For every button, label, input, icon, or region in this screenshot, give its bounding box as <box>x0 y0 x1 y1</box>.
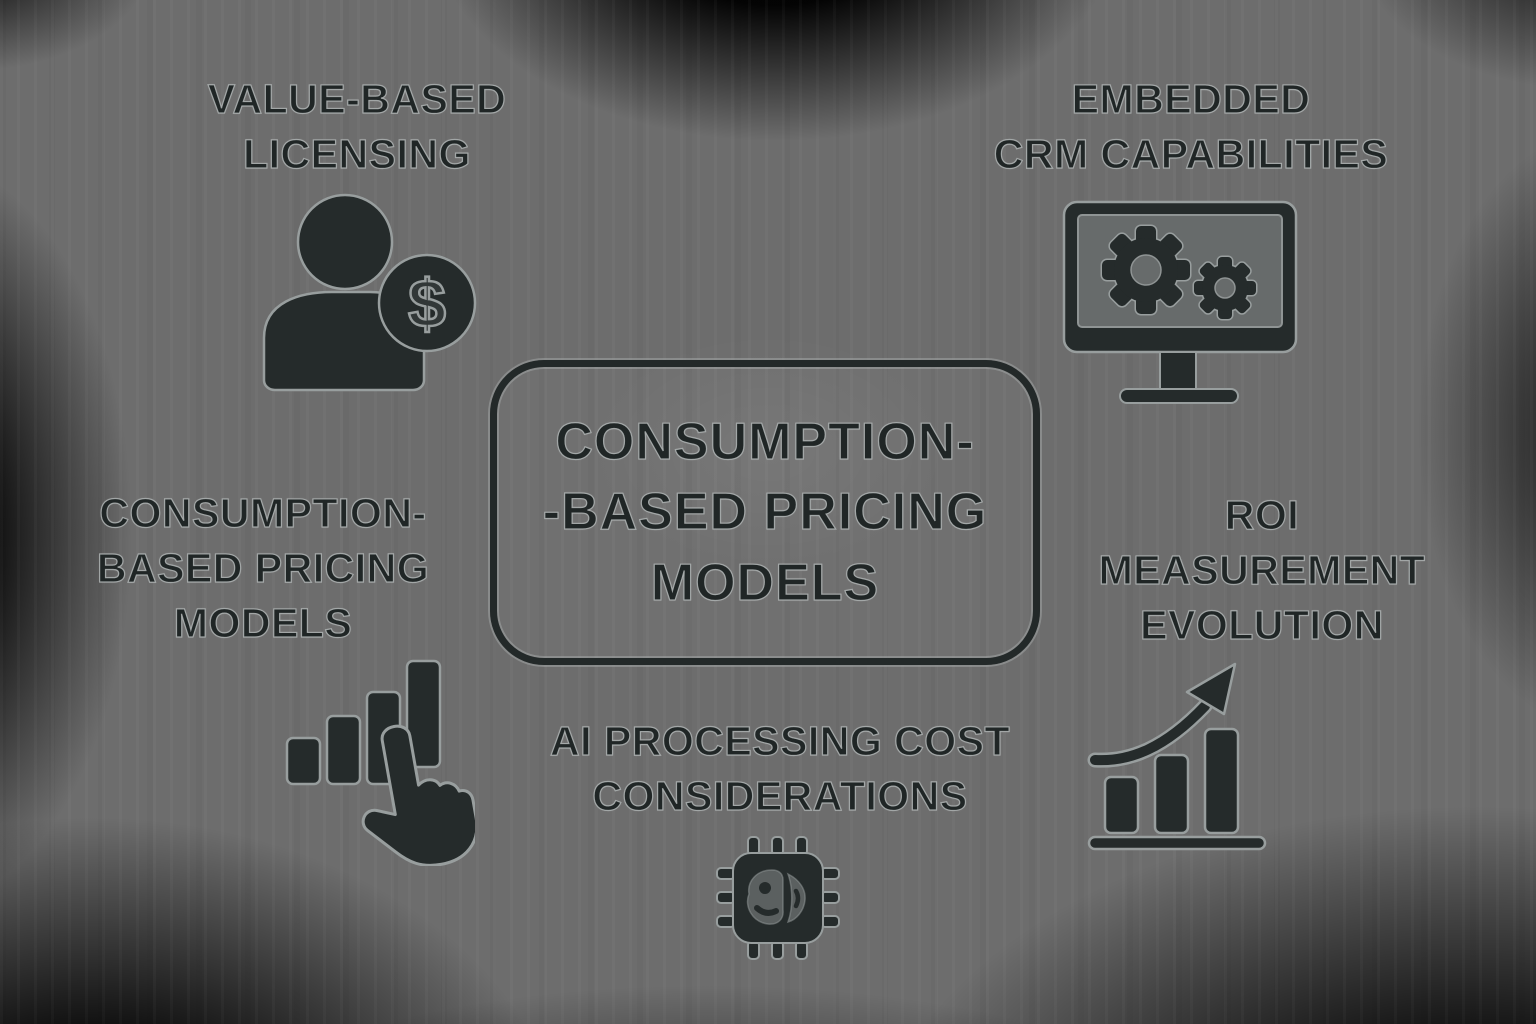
label-line: EVOLUTION <box>1140 601 1384 648</box>
label-consumption-based-pricing: CONSUMPTION- BASED PRICING MODELS <box>58 486 468 651</box>
monitor-base <box>1119 388 1239 404</box>
label-line: MEASUREMENT <box>1098 546 1426 593</box>
label-line: CRM CAPABILITIES <box>993 130 1389 177</box>
brain-shape <box>746 869 806 925</box>
label-line: MODELS <box>650 553 880 612</box>
label-value-based-licensing: VALUE-BASED LICENSING <box>137 72 577 182</box>
bar-chart-click-icon <box>285 659 475 866</box>
bar <box>1203 727 1240 835</box>
gear-icon <box>1192 255 1258 321</box>
label-line: EMBEDDED <box>1071 75 1311 122</box>
label-line: CONSUMPTION- <box>99 489 427 536</box>
label-line: AI PROCESSING COST <box>549 717 1011 764</box>
dollar-badge <box>377 253 477 353</box>
bar <box>1103 775 1140 835</box>
growth-chart-icon <box>1087 662 1267 851</box>
bar <box>285 736 322 786</box>
dollar-symbol: $ <box>408 266 446 342</box>
gear-icon <box>1100 224 1192 316</box>
arrow-head <box>1185 662 1237 716</box>
center-topic-label: CONSUMPTION- -BASED PRICING MODELS <box>542 407 988 618</box>
label-line: LICENSING <box>243 130 471 177</box>
label-line: VALUE-BASED <box>207 75 507 122</box>
pointer-hand <box>361 724 475 866</box>
user-head <box>296 193 394 291</box>
label-line: BASED PRICING <box>96 544 430 591</box>
user-dollar-icon: $ <box>262 193 477 392</box>
label-line: ROI <box>1224 491 1300 538</box>
monitor-gears-icon <box>1062 200 1298 404</box>
label-ai-processing-cost: AI PROCESSING COST CONSIDERATIONS <box>510 714 1050 824</box>
bar <box>405 659 442 769</box>
label-line: MODELS <box>173 599 353 646</box>
bar <box>1153 753 1190 835</box>
axis-baseline <box>1087 835 1267 851</box>
label-line: CONSIDERATIONS <box>592 772 968 819</box>
label-line: -BASED PRICING <box>542 483 988 542</box>
center-topic-box: CONSUMPTION- -BASED PRICING MODELS <box>490 360 1040 665</box>
monitor-stand <box>1159 351 1197 393</box>
bar <box>325 714 362 786</box>
growth-curve <box>1090 701 1210 766</box>
ai-chip-brain-icon <box>716 836 840 960</box>
label-roi-measurement-evolution: ROI MEASUREMENT EVOLUTION <box>1067 488 1457 653</box>
label-embedded-crm-capabilities: EMBEDDED CRM CAPABILITIES <box>966 72 1416 182</box>
label-line: CONSUMPTION- <box>555 413 975 472</box>
